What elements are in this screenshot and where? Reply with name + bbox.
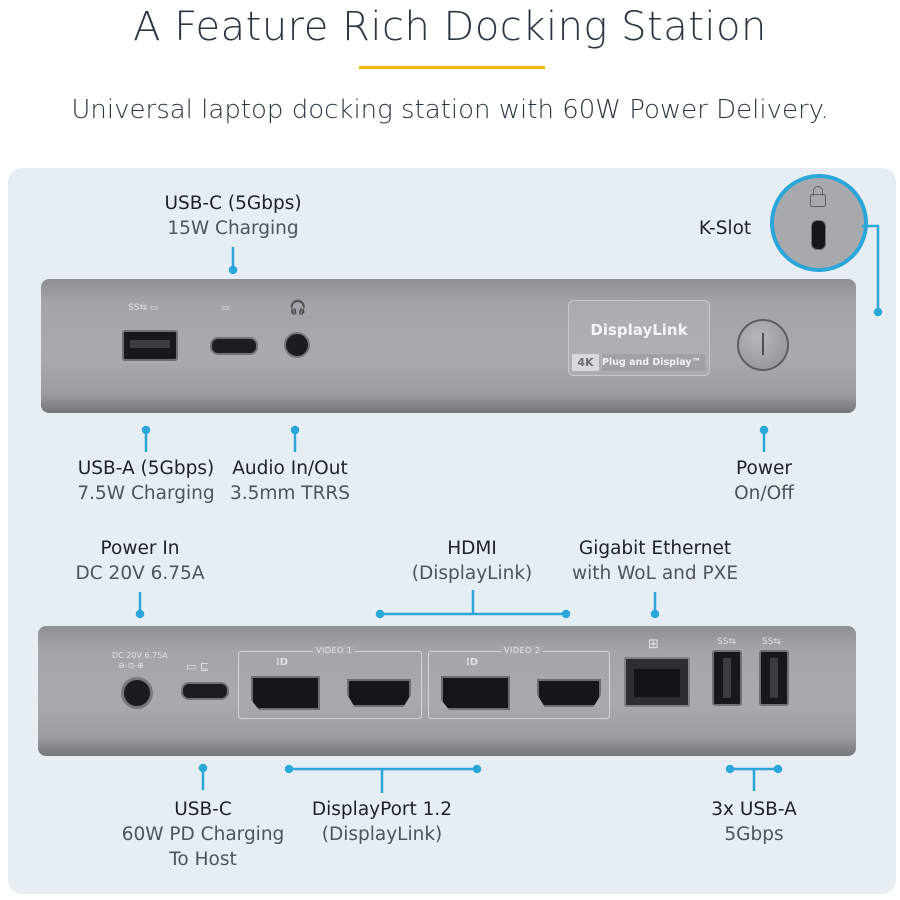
callout-usba-rear: 3x USB-A 5Gbps — [711, 799, 797, 845]
displayport-1 — [251, 676, 320, 710]
callout-audio: Audio In/Out 3.5mm TRRS — [229, 458, 351, 504]
video2-label: VIDEO 2 — [501, 646, 544, 655]
laptop-charge-icon: ▭ ⊑ — [186, 660, 210, 673]
kslot-port — [811, 220, 826, 250]
polarity-icon: ⊖-⊙-⊕ — [118, 661, 144, 670]
usb-ss-icon: SS⇆ — [717, 637, 736, 647]
usb-a-port-front — [122, 330, 178, 361]
callout-usba-front: USB-A (5Gbps) 7.5W Charging — [77, 458, 215, 504]
callout-hdmi: HDMI (DisplayLink) — [411, 538, 533, 584]
displaylink-logo: DisplayLink — [590, 321, 688, 339]
usb-c-host-port — [181, 682, 229, 700]
title-underline — [359, 66, 545, 69]
hdmi-1 — [347, 679, 411, 707]
power-button-icon — [762, 333, 764, 355]
callout-ethernet: Gigabit Ethernet with WoL and PXE — [571, 538, 739, 584]
dc-rating-text: DC 20V 6.75A — [112, 651, 168, 660]
displaylink-tagline: Plug and Display™ — [602, 354, 705, 371]
callout-usbc-front: USB-C (5Gbps) 15W Charging — [164, 193, 302, 239]
hdmi-2 — [537, 679, 601, 707]
displayport-icon: ⁝D — [276, 657, 289, 668]
callout-usbc-host: USB-C 60W PD Charging To Host — [121, 799, 285, 870]
usb-c-mark-icon: ▭ — [221, 303, 230, 313]
kslot-zoom — [770, 174, 868, 272]
usb-c-port-front — [210, 337, 258, 355]
headphone-icon: 🎧 — [289, 300, 307, 316]
callout-kslot: K-Slot — [698, 218, 752, 239]
callout-power-in: Power In DC 20V 6.75A — [75, 538, 205, 584]
ethernet-port — [624, 657, 690, 707]
page-title: A Feature Rich Docking Station — [133, 4, 767, 50]
power-button — [737, 319, 789, 371]
displaylink-4k-tag: 4K — [572, 354, 599, 371]
displayport-icon: ⁝D — [466, 657, 479, 668]
usb-ss-icon: SS⇆ ▭ — [128, 303, 159, 313]
callout-displayport: DisplayPort 1.2 (DisplayLink) — [311, 799, 453, 845]
callout-power: Power On/Off — [734, 458, 794, 504]
displayport-2 — [441, 676, 510, 710]
usb-a-port-rear-1 — [712, 650, 742, 706]
usb-a-port-rear-2 — [759, 650, 789, 706]
video1-label: VIDEO 1 — [313, 646, 356, 655]
displaylink-badge: DisplayLink 4K Plug and Display™ — [568, 300, 710, 376]
dc-power-jack — [121, 677, 153, 709]
network-icon: ⊞ — [648, 637, 659, 652]
usb-ss-icon: SS⇆ — [762, 637, 781, 647]
lock-shackle — [813, 186, 823, 196]
audio-jack-port — [284, 332, 310, 358]
page-subtitle: Universal laptop docking station with 60… — [71, 95, 829, 125]
